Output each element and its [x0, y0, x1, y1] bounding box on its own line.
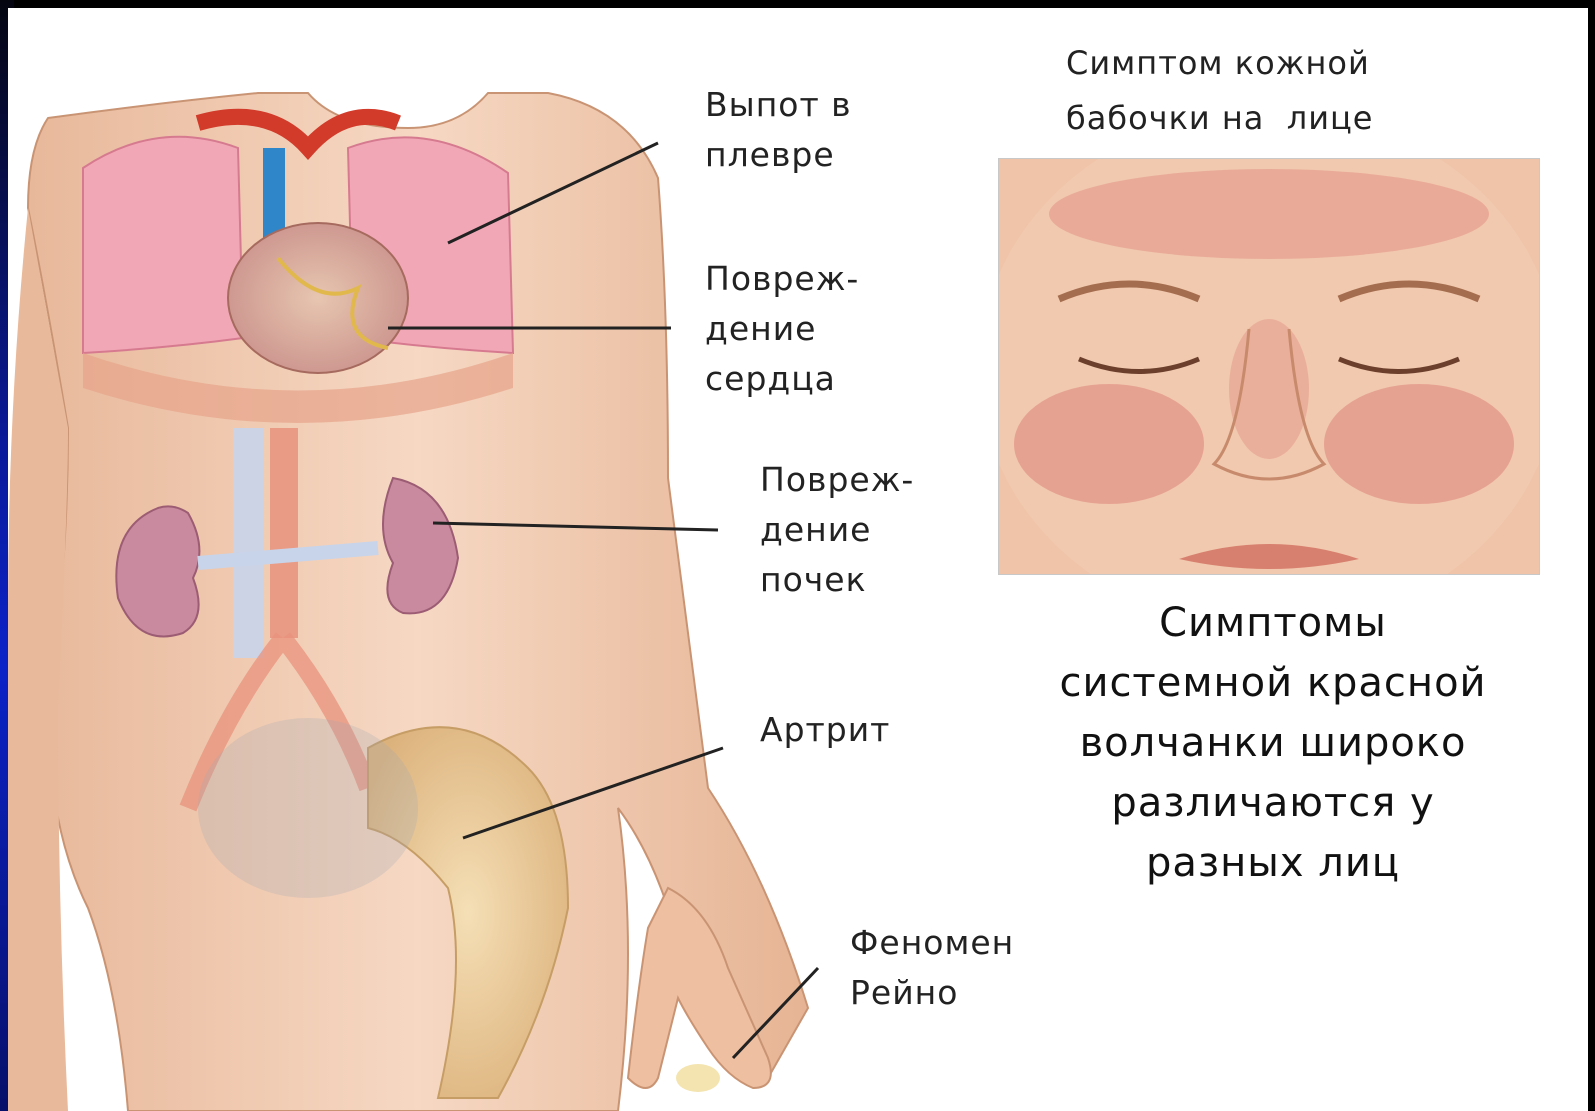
heart-label: Повреж- дение сердца — [705, 254, 859, 404]
kidney-label: Повреж- дение почек — [760, 455, 914, 605]
raynaud-label: Феномен Рейно — [850, 918, 1014, 1018]
left-cheek-rash — [1014, 384, 1204, 504]
vena-cava-abdominal — [233, 428, 263, 658]
content-panel: Выпот в плевре Повреж- дение сердца Повр… — [8, 8, 1588, 1111]
fingertips-pale — [676, 1064, 720, 1092]
left-lung — [83, 137, 243, 353]
pelvis-shadow — [198, 718, 418, 898]
arthritis-label: Артрит — [760, 705, 890, 755]
aorta-abdominal — [270, 428, 298, 638]
pleura-label: Выпот в плевре — [705, 80, 852, 180]
face-illustration — [998, 158, 1540, 575]
heart — [228, 223, 408, 373]
main-caption: Симптомы системной красной волчанки широ… — [998, 593, 1548, 893]
face-title: Симптом кожной бабочки на лице — [1066, 36, 1466, 146]
right-cheek-rash — [1324, 384, 1514, 504]
face-svg — [999, 159, 1539, 574]
forehead-rash — [1049, 169, 1489, 259]
